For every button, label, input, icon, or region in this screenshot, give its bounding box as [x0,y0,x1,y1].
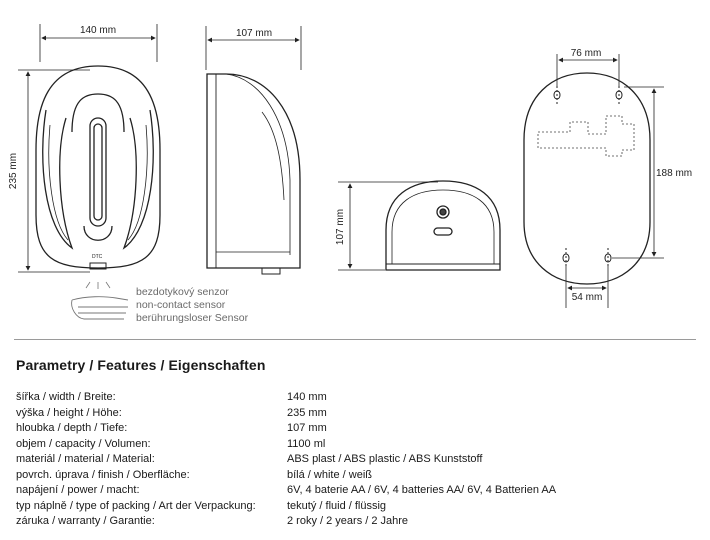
front-width-dimension [39,24,158,62]
front-height-dimension [18,69,90,273]
param-label: typ náplně / type of packing / Art der V… [16,499,256,512]
param-value: 2 roky / 2 years / 2 Jahre [287,515,409,527]
side-depth-dimension [205,26,302,70]
back-height-dimension [612,86,664,259]
sensor-waves [85,281,111,289]
back-hidden-outline [537,115,635,157]
bottom-depth-label: 107 mm [335,209,346,245]
back-mounting-holes [553,86,623,268]
param-label: hloubka / depth / Tiefe: [16,422,128,434]
sensor-label-en: non-contact sensor [136,299,226,311]
back-height-label: 188 mm [656,168,692,179]
param-row-finish: povrch. úprava / finish / Oberfläche: bí… [16,468,696,484]
param-value: 1100 ml [287,437,326,450]
param-row-warranty: záruka / warranty / Garantie: 2 roky / 2… [16,514,696,530]
back-bottom-hole-label: 54 mm [572,292,603,303]
front-width-label: 140 mm [80,25,116,36]
param-row-packing: typ náplně / type of packing / Art der V… [16,499,696,515]
back-top-hole-label: 76 mm [571,48,602,59]
svg-text:DTC: DTC [92,254,103,260]
param-label: objem / capacity / Volumen: [16,437,151,450]
param-value: tekutý / fluid / flüssig [287,499,387,512]
param-row-power: napájení / power / macht: 6V, 4 baterie … [16,483,696,499]
params-table: šířka / width / Breite: 140 mm výška / h… [16,390,696,530]
param-value: ABS plast / ABS plastic / ABS Kunststoff [287,453,483,465]
param-value: 140 mm [287,391,327,403]
technical-drawing: DTC 140 mm 235 mm bezdotykový senzor non… [8,24,692,324]
param-row-material: materiál / material / Material: ABS plas… [16,452,696,468]
param-label: materiál / material / Material: [16,453,155,465]
param-value: 235 mm [287,406,327,419]
param-value: 107 mm [287,422,327,434]
front-label-mark: DTC [92,254,103,260]
bottom-depth-dimension [338,181,438,271]
front-height-label: 235 mm [8,153,19,189]
param-row-capacity: objem / capacity / Volumen: 1100 ml [16,437,696,453]
back-top-hole-dimension [556,54,620,88]
params-heading: Parametry / Features / Eigenschaften [16,357,266,373]
section-divider [14,339,696,340]
param-value: bílá / white / weiß [287,468,372,481]
param-row-height: výška / height / Höhe: 235 mm [16,406,696,422]
sensor-label-de: berührungsloser Sensor [136,312,249,324]
param-row-depth: hloubka / depth / Tiefe: 107 mm [16,421,696,437]
front-view [35,65,161,270]
bottom-view [385,180,501,271]
back-view [523,72,651,285]
hand-icon [71,296,129,320]
param-value: 6V, 4 baterie AA / 6V, 4 batteries AA/ 6… [287,484,557,496]
side-depth-label: 107 mm [236,28,272,39]
side-view [206,73,301,275]
param-row-width: šířka / width / Breite: 140 mm [16,390,696,406]
param-label: záruka / warranty / Garantie: [16,515,155,527]
sensor-label-cz: bezdotykový senzor [136,286,229,298]
param-label: napájení / power / macht: [16,484,140,496]
param-label: povrch. úprava / finish / Oberfläche: [16,468,190,481]
param-label: šířka / width / Breite: [16,391,116,403]
back-bottom-hole-dimension [565,266,609,308]
param-label: výška / height / Höhe: [16,406,122,419]
